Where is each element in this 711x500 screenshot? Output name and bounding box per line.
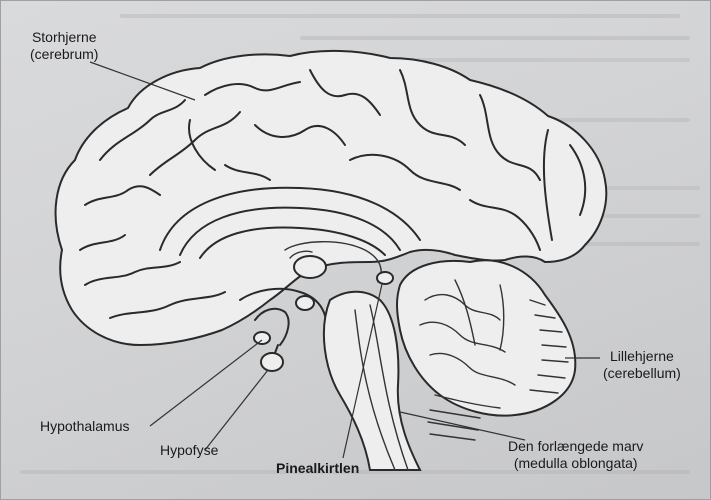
cerebrum-label-latin: (cerebrum) (30, 46, 98, 63)
cerebellum-label-latin: (cerebellum) (603, 365, 681, 382)
medulla-label: Den forlængede marv (medulla oblongata) (508, 438, 643, 472)
cerebellum (397, 260, 575, 440)
cerebellum-label: Lillehjerne (cerebellum) (603, 348, 681, 382)
pituitary-region (254, 296, 314, 371)
pinealkirtlen-label: Pinealkirtlen (276, 460, 359, 477)
cerebrum-label: Storhjerne (cerebrum) (30, 29, 98, 63)
pituitary-gland (261, 353, 283, 371)
medulla-label-latin: (medulla oblongata) (508, 455, 643, 472)
medulla-label-name: Den forlængede marv (508, 438, 643, 455)
hypothalamus-label: Hypothalamus (40, 418, 130, 435)
cerebrum-label-name: Storhjerne (30, 29, 98, 46)
hypofyse-label: Hypofyse (160, 442, 218, 459)
cerebellum-label-name: Lillehjerne (603, 348, 681, 365)
pineal-gland (377, 272, 393, 284)
